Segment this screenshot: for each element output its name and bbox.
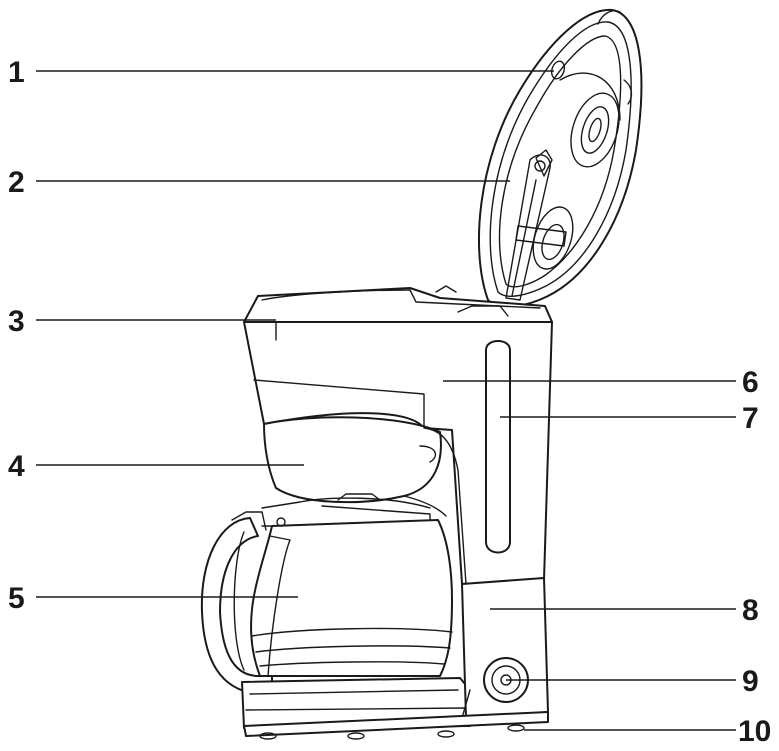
lid bbox=[477, 8, 643, 308]
callout-3: 3 bbox=[8, 305, 25, 338]
callout-10: 10 bbox=[738, 715, 771, 748]
callout-6: 6 bbox=[742, 366, 759, 399]
leader-lines bbox=[36, 70, 736, 731]
filter-holder bbox=[263, 416, 467, 585]
callout-7: 7 bbox=[742, 402, 759, 435]
callout-8: 8 bbox=[742, 594, 759, 627]
callout-labels: 1 2 3 4 5 6 7 8 9 10 bbox=[8, 56, 771, 748]
carafe bbox=[200, 493, 453, 695]
callout-4: 4 bbox=[8, 450, 25, 483]
callout-2: 2 bbox=[8, 166, 25, 199]
base bbox=[241, 577, 549, 740]
callout-9: 9 bbox=[742, 665, 759, 698]
callout-1: 1 bbox=[8, 56, 25, 89]
callout-5: 5 bbox=[8, 582, 25, 615]
